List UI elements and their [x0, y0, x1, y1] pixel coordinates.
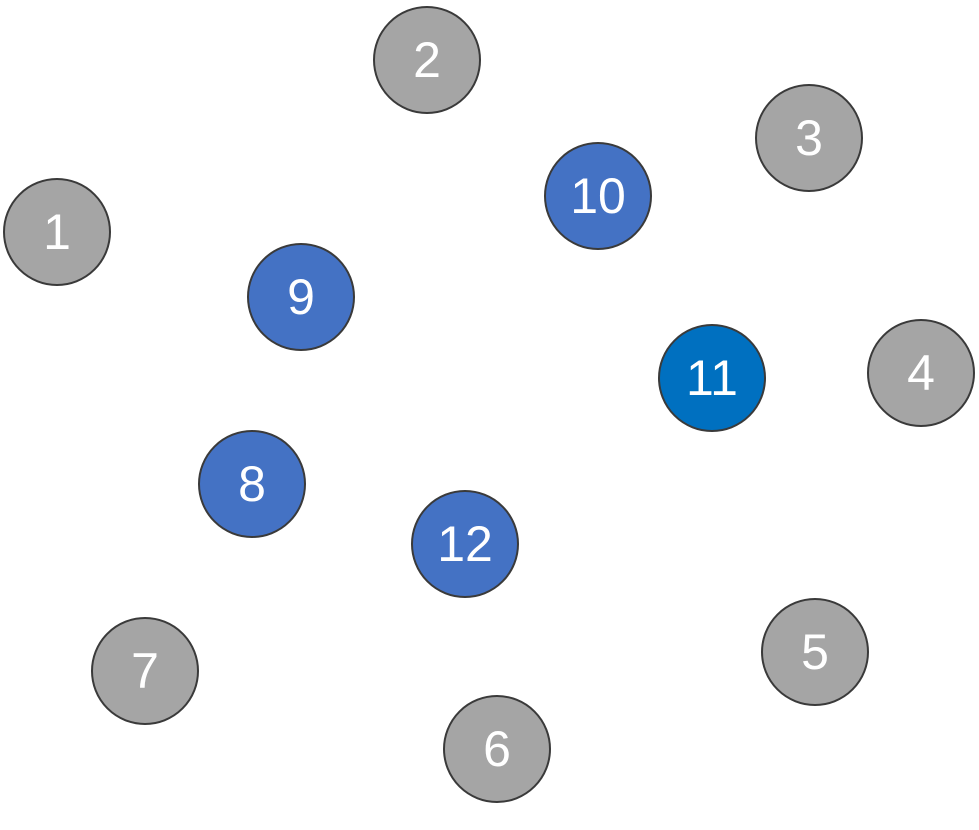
- node-2-label: 2: [413, 32, 441, 88]
- node-10-circle: [544, 142, 652, 250]
- node-9-circle: [247, 243, 355, 351]
- node-2-circle: [373, 6, 481, 114]
- node-12-label: 12: [437, 516, 493, 572]
- node-11: 11: [658, 324, 766, 432]
- node-8: 8: [198, 430, 306, 538]
- node-5-circle: [761, 598, 869, 706]
- node-4: 4: [867, 319, 975, 427]
- node-12: 12: [411, 490, 519, 598]
- node-10-label: 10: [570, 168, 626, 224]
- node-8-circle: [198, 430, 306, 538]
- node-7: 7: [91, 617, 199, 725]
- node-5-label: 5: [801, 624, 829, 680]
- node-4-label: 4: [907, 345, 935, 401]
- node-7-label: 7: [131, 643, 159, 699]
- node-7-circle: [91, 617, 199, 725]
- node-8-label: 8: [238, 456, 266, 512]
- node-11-label: 11: [686, 350, 738, 406]
- node-1-circle: [3, 178, 111, 286]
- node-5: 5: [761, 598, 869, 706]
- node-3-label: 3: [795, 110, 823, 166]
- node-6-label: 6: [483, 721, 511, 777]
- node-3-circle: [755, 84, 863, 192]
- node-4-circle: [867, 319, 975, 427]
- node-10: 10: [544, 142, 652, 250]
- node-1: 1: [3, 178, 111, 286]
- node-3: 3: [755, 84, 863, 192]
- node-6-circle: [443, 695, 551, 803]
- node-6: 6: [443, 695, 551, 803]
- node-12-circle: [411, 490, 519, 598]
- node-2: 2: [373, 6, 481, 114]
- node-1-label: 1: [43, 204, 71, 260]
- node-11-circle: [658, 324, 766, 432]
- node-9: 9: [247, 243, 355, 351]
- node-9-label: 9: [287, 269, 315, 325]
